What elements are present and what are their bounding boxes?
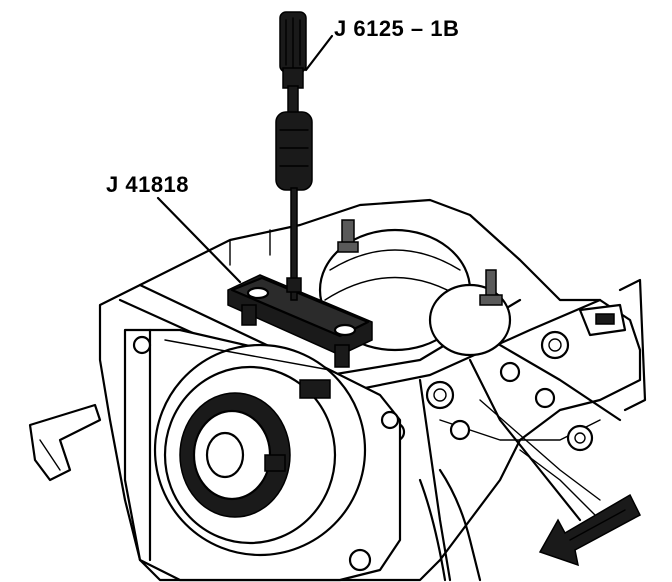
leader-lines bbox=[156, 34, 334, 284]
direction-arrow-icon bbox=[538, 493, 641, 567]
left-bracket bbox=[28, 403, 102, 482]
lower-components bbox=[348, 449, 601, 582]
slide-hammer-tool bbox=[275, 11, 313, 301]
tool-plate bbox=[227, 274, 373, 368]
callout-label-tool-plate: J 41818 bbox=[106, 172, 190, 197]
front-cover bbox=[123, 328, 402, 582]
callout-label-slide-hammer: J 6125 – 1B bbox=[334, 16, 460, 41]
